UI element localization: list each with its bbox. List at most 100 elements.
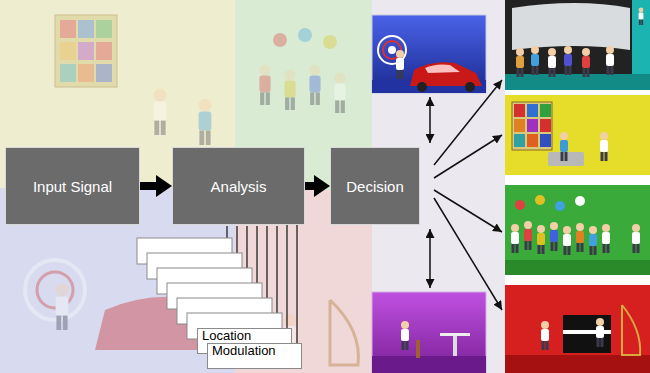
scene-painting-part [600,132,608,161]
faded-background-part-part [78,42,94,60]
flow-arrow [305,182,314,190]
scene-crowd-part [550,222,558,251]
scene-crowd-part [602,224,610,253]
scene-museum [505,0,650,90]
scene-crowd-part [563,226,571,255]
scene-crowd [505,185,650,275]
faded-background-part-part [259,64,270,105]
process-box: Analysis [172,147,305,225]
feature-wires-part [276,226,277,313]
scene-harp-part [541,321,549,350]
scene-crowd-part [632,224,640,253]
faded-background-part-part [25,260,85,320]
scene-car-part [388,46,396,54]
feature-wires-part [256,226,257,283]
scene-harp-part [622,305,640,355]
scene-table-part [440,333,470,336]
faded-background-part-part [96,20,112,38]
scene-painting-part [560,132,568,161]
faded-background-part-part [96,42,112,60]
feature-wire [296,225,297,343]
scene-crowd-part [505,260,650,275]
scene-car-part [372,15,486,93]
decision-arrows-part [434,80,502,165]
faded-background-part-part [78,64,94,82]
feature-wires-part [226,226,227,238]
scene-car-part [396,50,404,79]
feature-card: Modulation [207,343,302,369]
scene-table-part [401,321,409,350]
scene-crowd-part [511,224,519,253]
faded-background-part-part [334,72,345,113]
process-box: Decision [330,147,420,225]
scene-painting-part [514,104,525,117]
scene-crowd-part [555,201,565,211]
node-label: Location [202,329,287,343]
faded-background-part-part [284,69,295,110]
scene-museum-part [582,48,590,77]
feature-wires-part [266,226,267,298]
scene-museum-part [516,48,524,77]
scene-museum-part [606,46,614,75]
scene-painting-part [540,134,551,147]
scene-museum-part [564,46,572,75]
scene-harp-part [596,318,604,347]
scene-table-part [372,356,486,373]
scene-painting-part [527,134,538,147]
scene-painting-part [505,95,650,175]
faded-background-part-part [273,33,287,47]
scene-painting-part [540,119,551,132]
faded-background-part-part [60,64,76,82]
scene-crowd-part [515,200,525,210]
scene-car-part [425,64,460,73]
scene-museum-part [548,48,556,77]
scene-car-part [417,82,427,92]
faded-background [0,0,505,373]
faded-background-part [25,15,358,365]
scene-painting-part [527,119,538,132]
scene-crowd-part [589,226,597,255]
faded-background-part-part [78,20,94,38]
faded-background-part-part [56,284,69,330]
scene-crowd-part [575,196,585,206]
faded-background-part-part [154,89,167,135]
feature-cards [137,238,282,339]
scene-crowd-part [524,221,532,250]
scene-crowd-part [535,195,545,205]
scene-museum-part [512,3,630,50]
scene-harp [505,285,650,373]
faded-background-part-part [298,28,312,42]
node-label: Decision [346,178,404,195]
scene-crowd-part [576,223,584,252]
decision-arrows-part [434,190,502,232]
scene-painting-part [514,119,525,132]
feature-wires-part [236,226,237,253]
feature-wires-part [246,226,247,268]
scene-table-part [416,340,420,358]
faded-background-part-part [309,64,320,105]
scene-museum-part [531,46,539,75]
scene-harp-part [505,355,650,373]
scene-harp-part [505,285,650,373]
node-label: Analysis [211,178,267,195]
faded-background-part-part [330,300,358,365]
scene-harp-part [563,315,611,353]
scene-car [372,15,486,93]
faded-background-part-part [323,35,337,49]
process-box: Input Signal [5,147,140,225]
scene-museum-part [505,0,650,90]
scene-museum-part [639,8,644,25]
faded-background-part-part [199,99,212,145]
scene-painting-part [527,104,538,117]
scene-table [372,292,486,373]
scene-painting-part [514,134,525,147]
faded-background-part-part [55,15,117,87]
decision-arrows-part [434,198,502,310]
node-label: Input Signal [33,178,112,195]
scene-crowd-part [537,225,545,254]
flow-arrow [140,182,156,190]
decision-arrows-part [429,229,431,288]
feature-wire [286,225,287,328]
faded-background-part-part [60,42,76,60]
